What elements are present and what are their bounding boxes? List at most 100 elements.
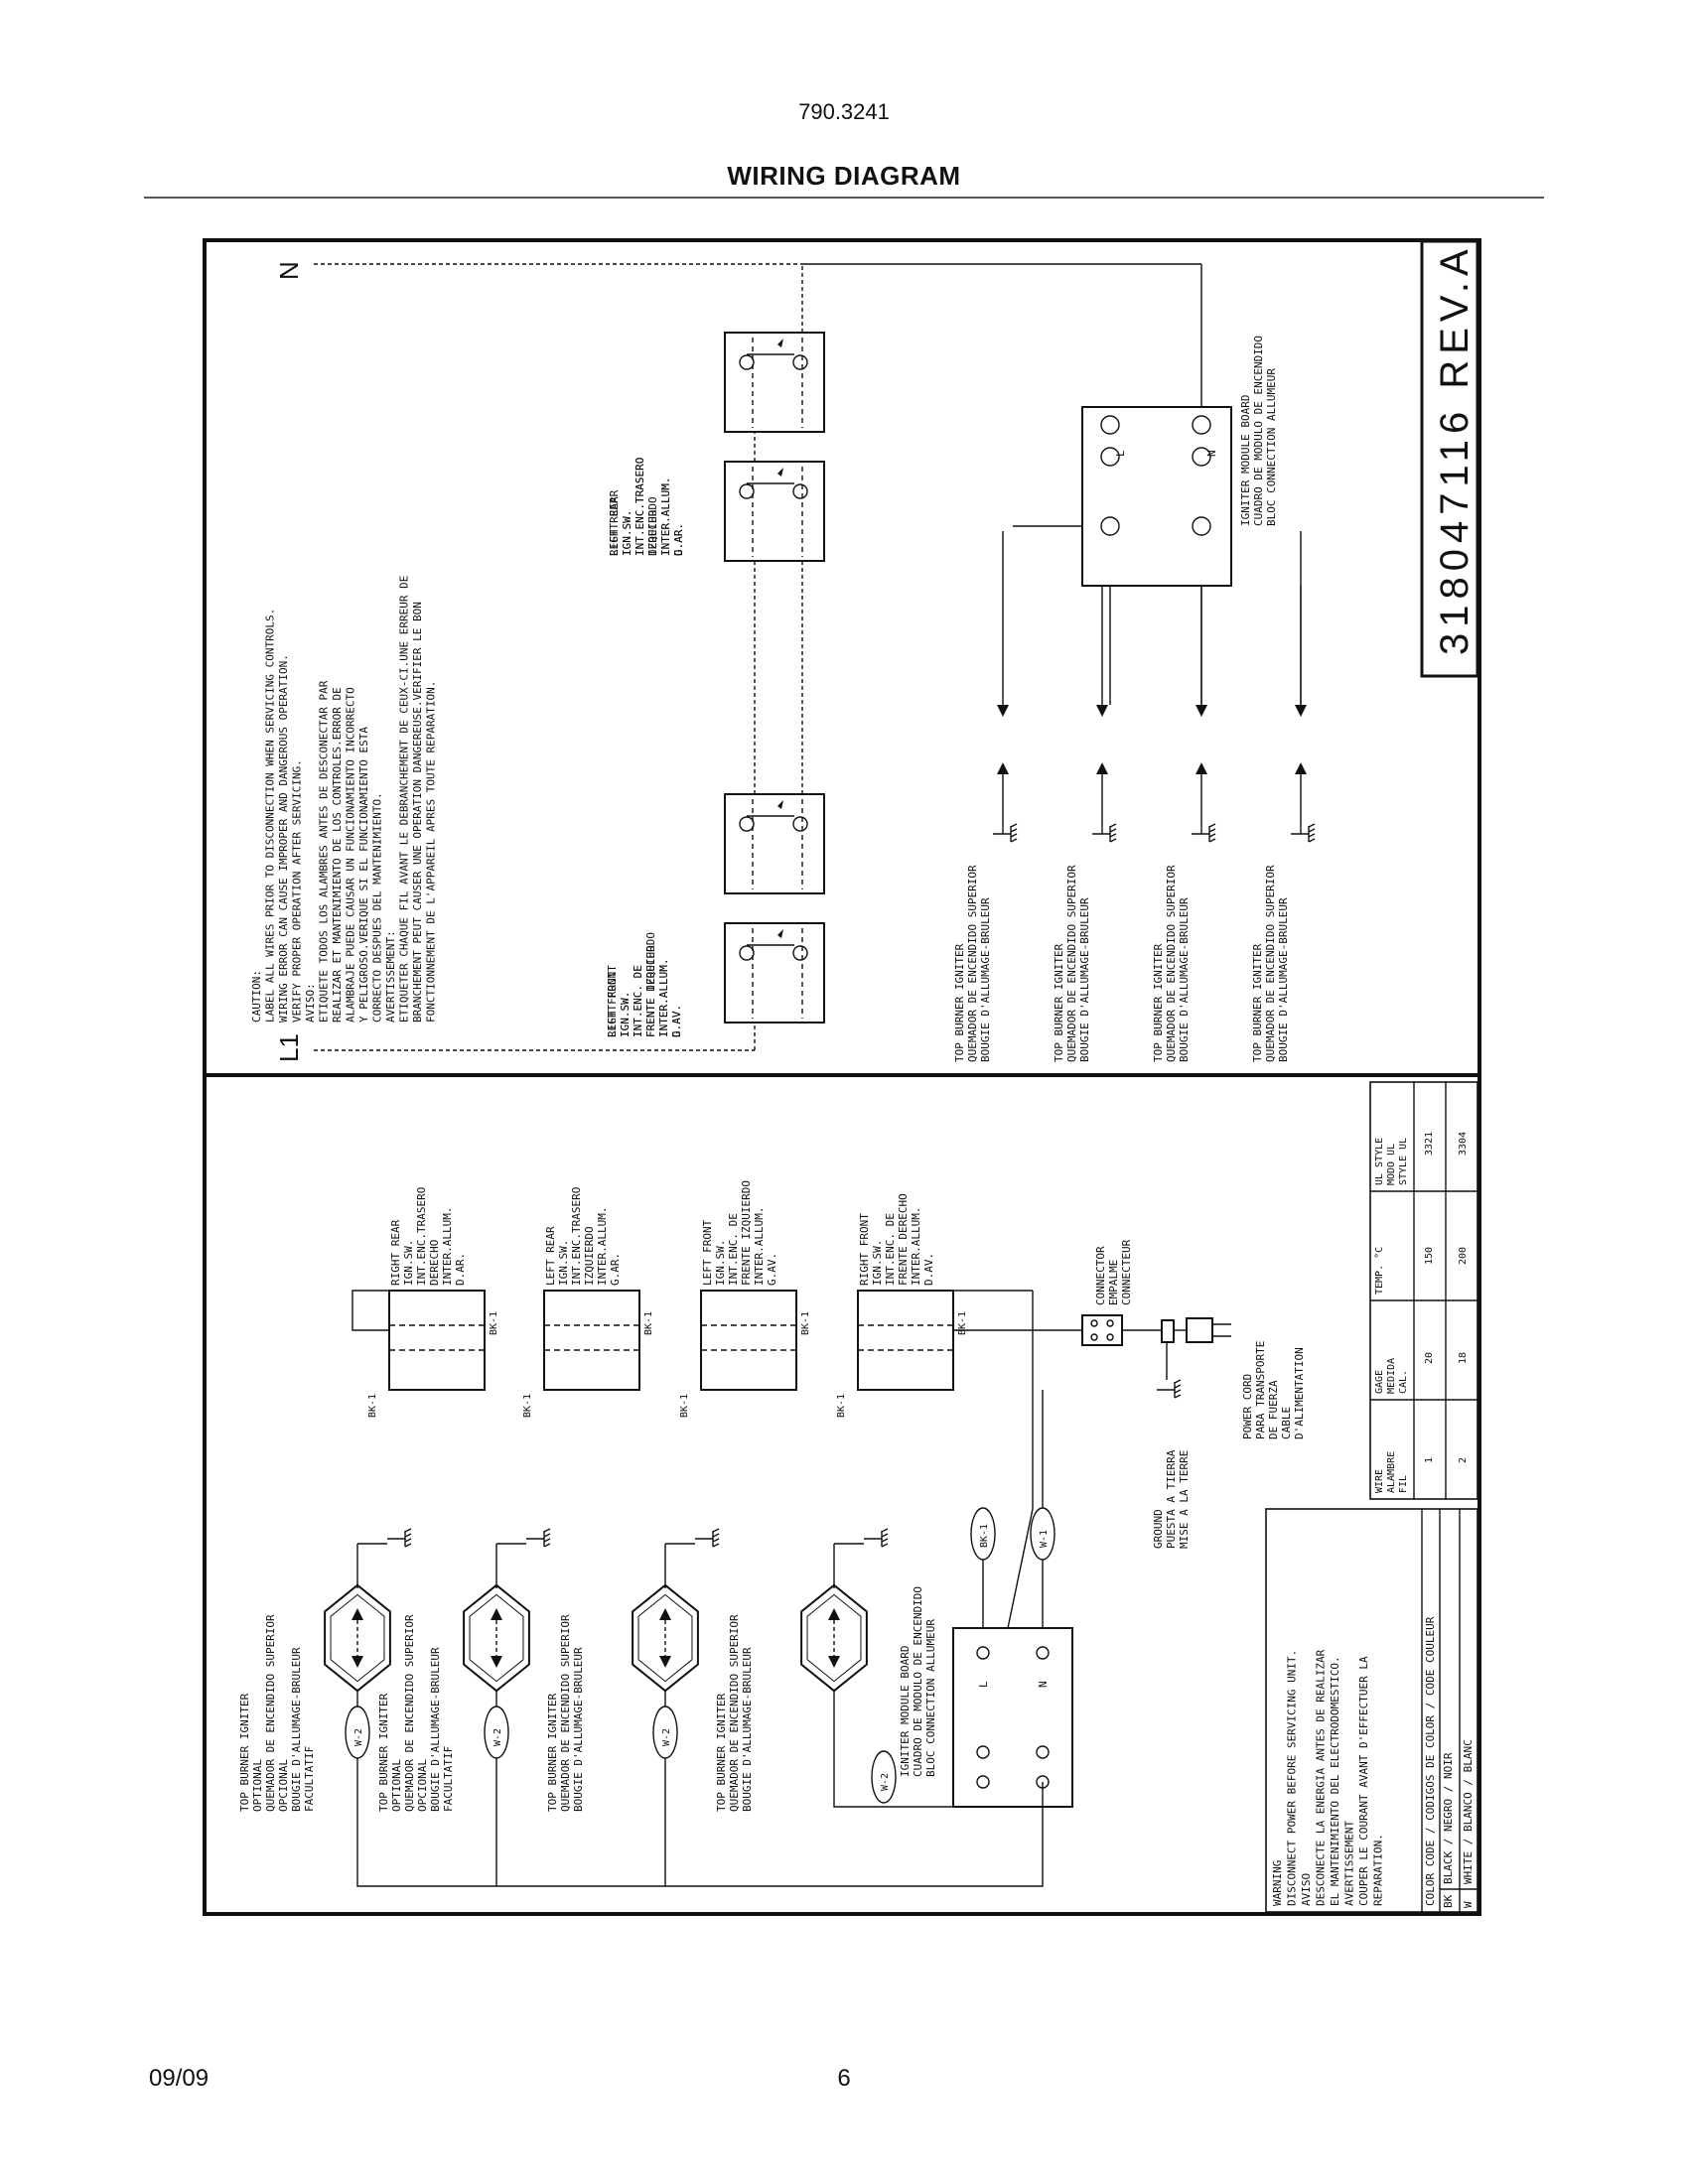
ground-hatch [1109, 828, 1117, 833]
schematic-igniter-label-4-line: BOUGIE D'ALLUMAGE-BRULEUR [1277, 897, 1290, 1062]
pictorial-switch-label-4-line: RIGHT FRONT [858, 1213, 871, 1286]
ground-hatch [543, 1533, 551, 1538]
ground-hatch [1174, 1394, 1182, 1399]
bk1-label: BK-1 [679, 1394, 690, 1418]
caution-text-line: ALAMBRAJE PUEDE CAUSAR UN FUNCIONAMIENTO… [345, 687, 357, 1023]
ground-hatch [1010, 833, 1018, 838]
schematic-switch-label-1-line: INTER.ALLUM. [657, 959, 670, 1037]
ground-hatch [404, 1528, 412, 1533]
module-terminal [976, 1745, 990, 1759]
pictorial-igniter-label-4-line: TOP BURNER IGNITER [715, 1693, 728, 1812]
connector-label-line: EMPALME [1107, 1260, 1120, 1305]
pictorial-switch-label-2-line: IZQUIERDO [583, 1226, 596, 1286]
ground-hatch [712, 1533, 720, 1538]
switch-arrow [777, 339, 783, 347]
schematic-switch-label-4-line: INTER.ALLUM. [659, 478, 672, 556]
wire-table-cell: 2 [1458, 1457, 1469, 1463]
connector-body [1081, 1314, 1123, 1346]
ground-hatch [881, 1538, 889, 1543]
pictorial-igniter-label-1-line: OPCIONAL [277, 1759, 290, 1812]
pictorial-igniter-label-2-line: QUEMADOR DE ENCENDIDO SUPERIOR [403, 1614, 416, 1812]
igniter-arrow-up [491, 1608, 502, 1620]
pictorial-switch-label-4-line: INT.ENC. DE [884, 1213, 897, 1286]
igniter-arrow-up [659, 1608, 671, 1620]
warning-frame [1265, 1508, 1478, 1913]
schematic-switch-label-2-line: INTER.ALLUM. [657, 959, 670, 1037]
ground-icon [387, 1528, 412, 1548]
wire-table-header-4-line: STYLE UL [1398, 1138, 1409, 1185]
wire-table-header-4-line: UL STYLE [1374, 1138, 1385, 1185]
igniter-body-inner [469, 1593, 524, 1683]
igniter-arrow-up [1295, 762, 1307, 774]
igniter-arrow-down [997, 705, 1009, 717]
module-n-label: N [1037, 1681, 1050, 1688]
wire-table-header-4-line: MODO UL [1386, 1144, 1397, 1185]
module-terminal-l [976, 1646, 990, 1660]
ground-label-line: PUESTA A TIERRA [1165, 1449, 1178, 1549]
wire-tag-w2: W-2 [345, 1706, 370, 1759]
power-cord-label-line: PARA TRANSPORTE [1254, 1341, 1267, 1439]
schematic-switch-label-3-line: INT.ENC.TRASERO [633, 458, 646, 556]
wire-tag-w2-module: W-2 [871, 1750, 897, 1804]
warning-text-line: WARNING [1271, 1860, 1284, 1906]
bk1-label: BK-1 [957, 1311, 968, 1335]
igniter-body-inner [806, 1593, 862, 1683]
color-code-header: COLOR CODE / CODIGOS DE COLOR / CODE COU… [1424, 1616, 1437, 1906]
wire-tag-w2: W-2 [652, 1706, 678, 1759]
wire-table-header-1-line: WIRE [1374, 1469, 1385, 1493]
switch-terminal [739, 945, 755, 961]
wire-table-cell: 3304 [1458, 1132, 1469, 1156]
ground-hatch [543, 1528, 551, 1533]
ground-hatch [1208, 838, 1216, 843]
caution-text-line: VERIFY PROPER OPERATION AFTER SERVICING. [291, 759, 304, 1023]
connector-pin [1106, 1319, 1114, 1327]
module-terminal-n [1192, 415, 1211, 435]
igniter-arrow-down [352, 1656, 363, 1668]
switch-box [724, 922, 825, 1024]
pictorial-switch-label-3-line: LEFT FRONT [701, 1219, 714, 1286]
ground-hatch [1109, 838, 1117, 843]
igniter-arrow-down [1096, 705, 1108, 717]
igniter-arrow-up [997, 762, 1009, 774]
warning-text-line: COUPER LE COURANT AVANT D'EFFECTUER LA [1357, 1656, 1370, 1906]
igniter-arrow-down [659, 1656, 671, 1668]
wire-table-cell-line: 200 [1458, 1247, 1469, 1265]
cord-strain-relief [1161, 1319, 1175, 1343]
wire-tag-ellipse [871, 1750, 897, 1804]
caution-text-line: ETIQUETER CHAQUE FIL AVANT LE DEBRANCHEM… [398, 576, 411, 1023]
wire-table-header-2-line: GAGE [1374, 1370, 1385, 1394]
pictorial-switch-label-2-line: INT.ENC.TRASERO [570, 1187, 583, 1286]
pictorial-switch-label-3-line: INTER.ALLUM. [753, 1207, 766, 1286]
pictorial-switch-label-4-line: D.AV. [922, 1253, 935, 1286]
ground-hatch [1010, 823, 1018, 828]
connector-pin [1090, 1319, 1098, 1327]
connector-pin [1090, 1333, 1098, 1341]
pictorial-igniter-label-1-line: FACULTATIF [303, 1746, 316, 1812]
caution-text-line: WIRING ERROR CAN CAUSE IMPROPER AND DANG… [277, 654, 290, 1023]
caution-text-line: AVERTISSEMENT: [384, 930, 397, 1023]
ground-hatch [1174, 1384, 1182, 1389]
ground-hatch [404, 1543, 412, 1548]
module-n-label: N [1205, 450, 1218, 457]
schematic-igniter-label-2-line: BOUGIE D'ALLUMAGE-BRULEUR [1078, 897, 1091, 1062]
wire-table-header-1-line: FIL [1398, 1475, 1409, 1493]
page-number: 6 [837, 2065, 851, 2092]
schematic-switch-label-4-line: INT.ENC.TRASERO [633, 458, 646, 556]
pictorial-switch-label-1-line: INT.ENC.TRASERO [415, 1187, 428, 1286]
schematic-switch-label-2-line: G.AV. [670, 1005, 683, 1037]
ground-label-line: MISE A LA TERRE [1178, 1450, 1191, 1549]
ground-hatch [881, 1533, 889, 1538]
module-terminal [1100, 447, 1120, 467]
